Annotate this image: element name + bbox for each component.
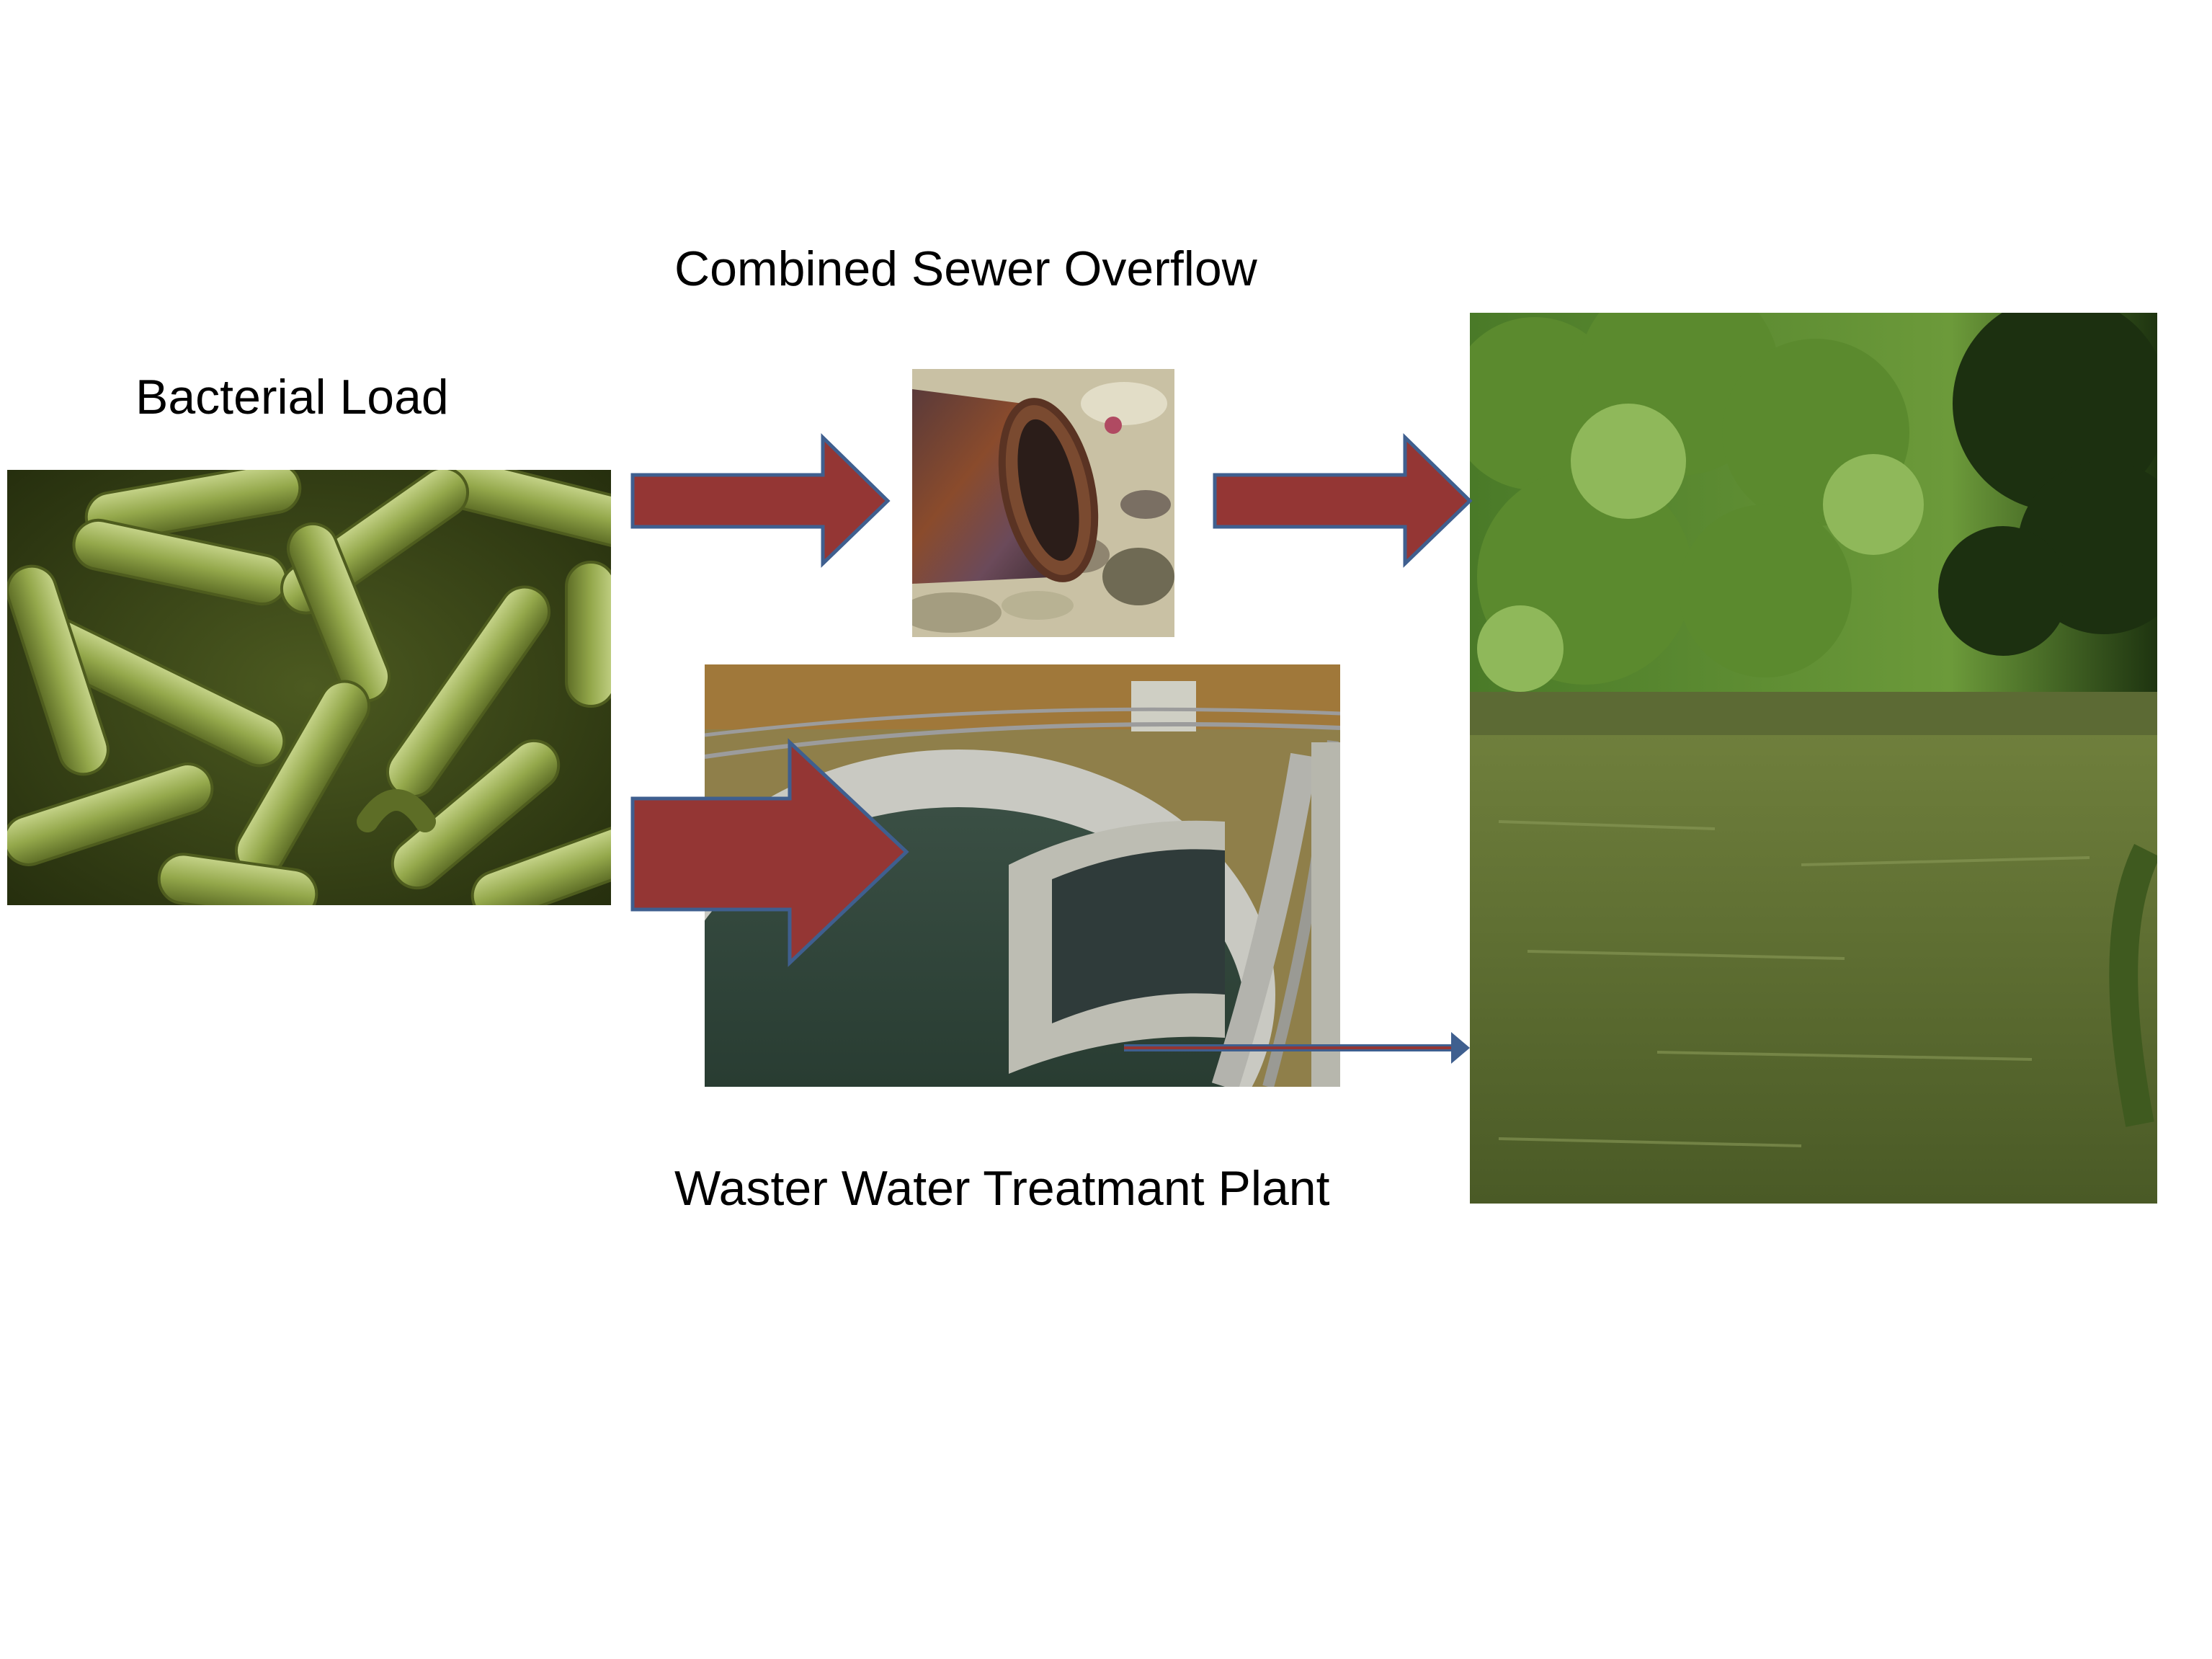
- sewer-pipe-image: [912, 369, 1174, 637]
- arrow-sewer-to-river: [1213, 433, 1473, 568]
- label-bacterial-load: Bacterial Load: [135, 370, 449, 424]
- label-wastewater-treatment-plant: Waster Water Treatmant Plant: [674, 1161, 1330, 1216]
- bacteria-image: [7, 470, 611, 905]
- river-image: [1470, 313, 2157, 1204]
- arrow-treatment-plant-to-river: [1124, 1032, 1470, 1064]
- label-combined-sewer-overflow: Combined Sewer Overflow: [674, 241, 1258, 296]
- arrow-bacteria-to-sewer: [630, 433, 891, 568]
- arrow-bacteria-to-treatment-plant: [630, 738, 909, 967]
- treatment-plant-image: [705, 664, 1340, 1087]
